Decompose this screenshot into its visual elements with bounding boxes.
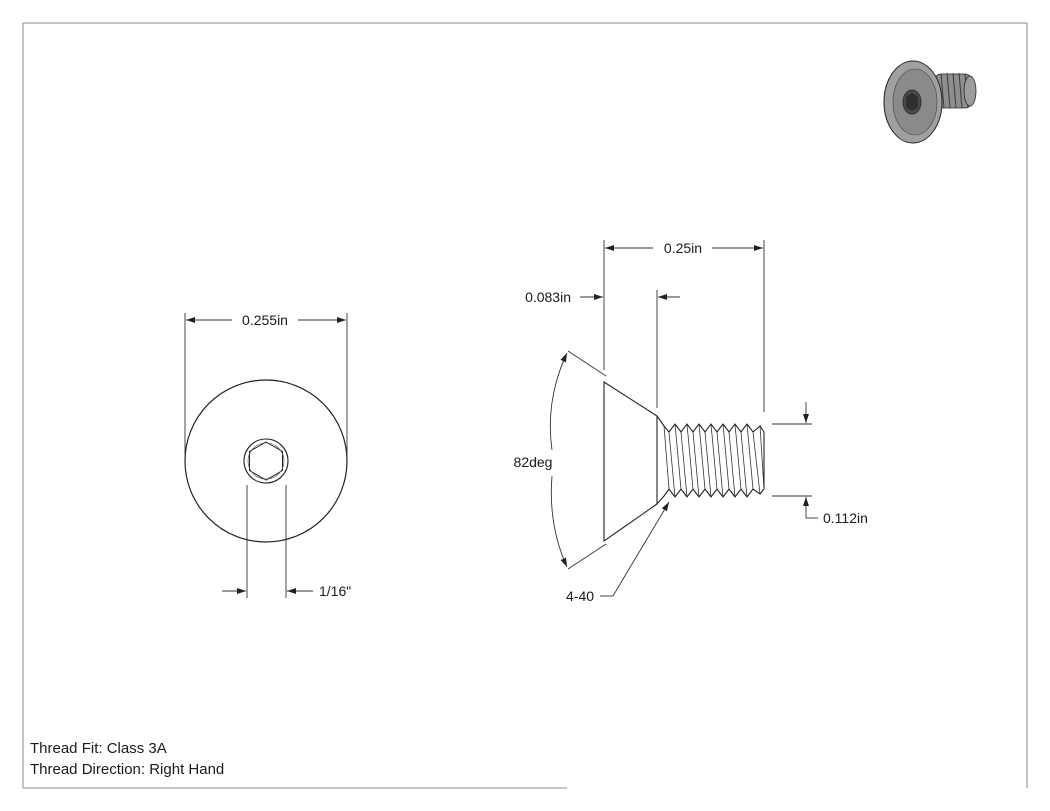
- angle-label: 82deg: [514, 454, 553, 470]
- screw-3d-thumbnail: [883, 60, 977, 144]
- side-view: [603, 380, 765, 543]
- length-label: 0.25in: [664, 240, 702, 256]
- dim-hex-socket: [222, 485, 313, 598]
- dim-head-diameter: [184, 313, 348, 455]
- thread-callout-label: 4-40: [566, 588, 594, 604]
- head-diameter-label: 0.255in: [242, 312, 288, 328]
- dim-angle: [549, 350, 607, 570]
- thread-callout-leader: [600, 501, 670, 597]
- thread-top: [663, 423, 765, 433]
- drawing-border: [22, 22, 1028, 789]
- thread-bottom: [663, 488, 765, 498]
- front-view: [184, 379, 348, 543]
- head-height-label: 0.083in: [525, 289, 571, 305]
- dim-head-height: [580, 290, 680, 408]
- hex-socket-label: 1/16": [319, 583, 351, 599]
- thread-direction-note: Thread Direction: Right Hand: [30, 761, 225, 778]
- socket-circle: [243, 438, 289, 484]
- head-circle: [184, 379, 348, 543]
- head-profile: [603, 380, 658, 543]
- socket-inner: [247, 442, 285, 480]
- dim-thread-major: [772, 402, 818, 519]
- thread-fit-note: Thread Fit: Class 3A: [30, 740, 167, 757]
- thread-helix: [663, 423, 765, 498]
- hex-socket: [249, 441, 283, 481]
- dim-length: [603, 240, 765, 412]
- thread-major-label: 0.112in: [823, 510, 868, 526]
